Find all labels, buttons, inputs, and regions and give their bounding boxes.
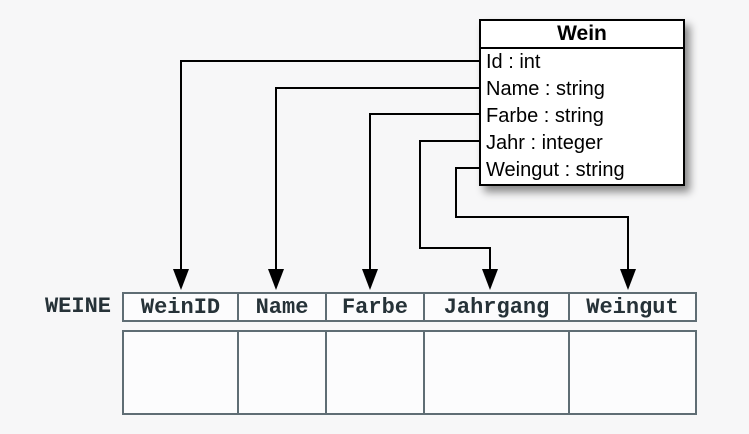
column-header-jahrgang: Jahrgang [423, 294, 568, 320]
class-attribute-weingut: Weingut : string [486, 159, 625, 181]
connector-farbe-to-farbe [369, 113, 480, 271]
column-header-name: Name [237, 294, 325, 320]
empty-cell-weinid [124, 332, 237, 413]
empty-cell-jahrgang [423, 332, 568, 413]
table-body-row [122, 330, 697, 415]
connector-id-to-weinid [180, 60, 480, 271]
column-header-weingut: Weingut [568, 294, 695, 320]
column-header-weinid: WeinID [140, 294, 221, 320]
empty-cell-name [237, 332, 325, 413]
table-name-label: WEINE [44, 294, 111, 319]
uml-class-box-wein: Wein Id : int Name : string Farbe : stri… [479, 19, 685, 186]
connector-name-to-name [275, 87, 480, 271]
class-attribute-farbe: Farbe : string [486, 105, 604, 127]
arrowhead-weinid [173, 269, 189, 290]
arrowhead-weingut [620, 269, 636, 290]
arrowhead-name [268, 269, 284, 290]
class-title: Wein [481, 21, 683, 49]
empty-cell-farbe [325, 332, 423, 413]
column-header-farbe: Farbe [325, 294, 423, 320]
arrowhead-jahrgang [482, 269, 498, 290]
class-attribute-name: Name : string [486, 78, 605, 100]
connector-jahr-to-jahrgang [419, 140, 491, 271]
empty-cell-weingut [568, 332, 695, 413]
arrowhead-farbe [362, 269, 378, 290]
connector-weingut-to-weingut [455, 167, 629, 271]
class-attribute-jahr: Jahr : integer [486, 132, 603, 154]
table-header-row: WeinID Name Farbe Jahrgang Weingut [122, 292, 697, 322]
class-attribute-id: Id : int [486, 51, 541, 73]
